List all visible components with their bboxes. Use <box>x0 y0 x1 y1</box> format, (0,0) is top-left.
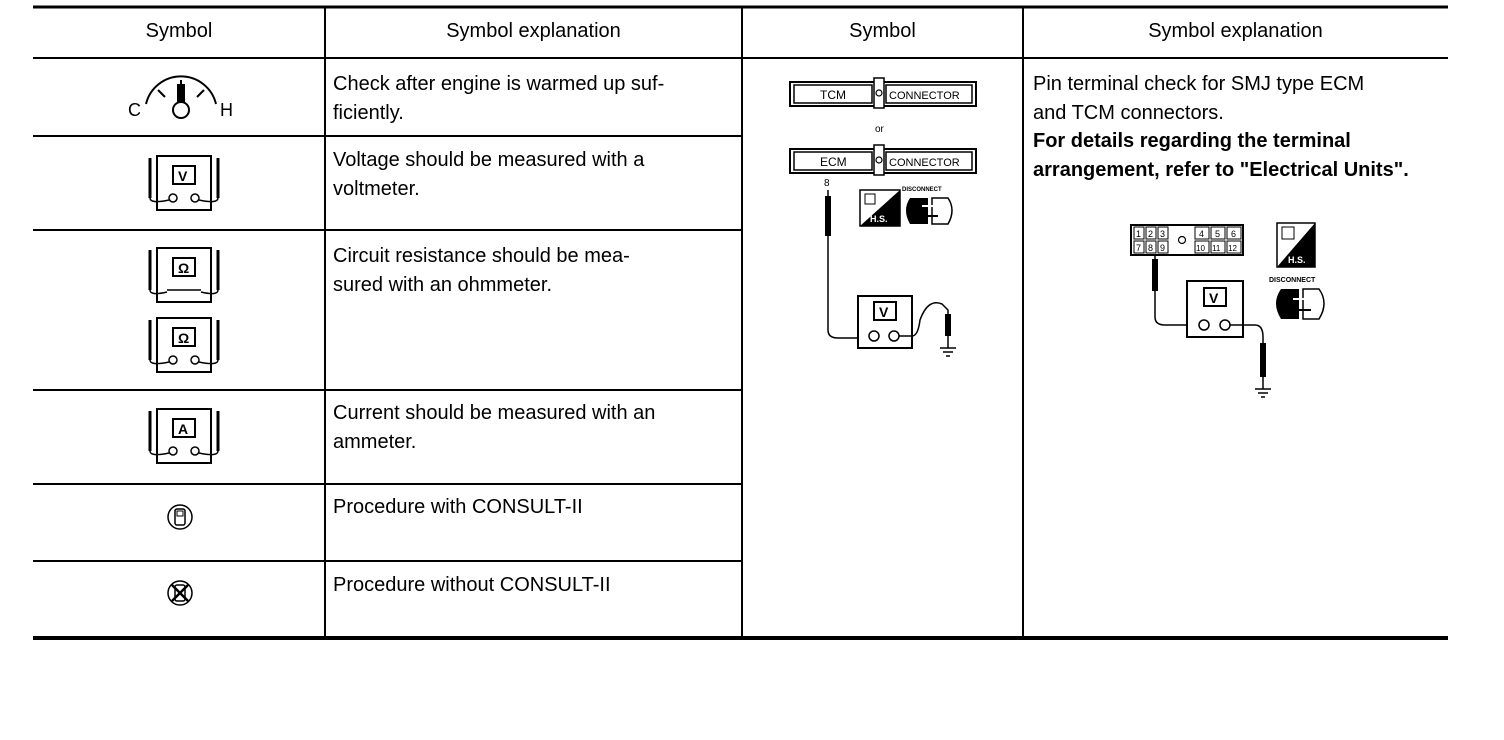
tcm-label: TCM <box>820 88 846 102</box>
pin-10: 10 <box>1196 244 1205 253</box>
row4-explanation: Current should be measured with an ammet… <box>333 402 656 453</box>
pin-2: 2 <box>1148 229 1153 239</box>
or-label: or <box>875 124 885 135</box>
pin-9: 9 <box>1160 243 1165 253</box>
terminal-pin-check-diagram: 1 2 3 4 5 6 7 8 9 10 11 12 V <box>1130 222 1325 398</box>
diagram-voltmeter-label: V <box>879 304 889 320</box>
terminal-hs-badge-icon: H.S. <box>1276 222 1316 268</box>
pin-3: 3 <box>1160 229 1165 239</box>
pin-number-label: 8 <box>824 178 830 189</box>
row5-explanation: Procedure with CONSULT-II <box>333 496 583 518</box>
connector-voltage-check-diagram: TCM CONNECTOR or ECM CONNECTOR 8 H.S. DI… <box>789 77 977 357</box>
consult-ii-icon <box>167 504 193 530</box>
terminal-disconnect-icon: DISCONNECT <box>1269 277 1325 320</box>
row6-explanation: Procedure without CONSULT-II <box>333 574 611 596</box>
terminal-voltmeter-label: V <box>1209 290 1219 306</box>
hs-label: H.S. <box>870 214 888 224</box>
terminal-arrangement-reference-text: For details regarding the terminal arran… <box>1033 130 1409 181</box>
hs-badge-icon: H.S. <box>859 189 901 227</box>
header-symbol: Symbol <box>145 20 213 42</box>
ecm-connector: ECM CONNECTOR <box>789 144 977 176</box>
terminal-disconnect-label: DISCONNECT <box>1269 277 1316 284</box>
pin-12: 12 <box>1228 244 1237 253</box>
voltmeter-icon: V <box>148 155 220 211</box>
engine-temperature-gauge-icon: C H <box>128 75 233 120</box>
ecm-label: ECM <box>820 155 847 169</box>
ohmmeter-label: Ω <box>178 260 189 276</box>
pin-8: 8 <box>1148 243 1153 253</box>
no-consult-ii-icon <box>167 580 193 606</box>
gauge-hot-label: H <box>220 100 233 120</box>
ohmmeter-polarity-icon: Ω <box>148 317 220 373</box>
pin-terminal-check-text: Pin terminal check for SMJ type ECM and … <box>1033 73 1365 124</box>
gauge-cold-label: C <box>128 100 141 120</box>
header-symbol-2: Symbol <box>849 20 916 42</box>
terminal-block: 1 2 3 4 5 6 7 8 9 10 11 12 <box>1130 224 1244 256</box>
pin-7: 7 <box>1136 243 1141 253</box>
tcm-connector-label: CONNECTOR <box>889 90 960 102</box>
pin-6: 6 <box>1231 229 1236 239</box>
tcm-connector: TCM CONNECTOR <box>789 77 977 109</box>
pin-11: 11 <box>1212 244 1221 253</box>
voltmeter-diagram-icon: V <box>857 295 913 349</box>
pin-1: 1 <box>1136 229 1141 239</box>
header-symbol-explanation-2: Symbol explanation <box>1148 20 1323 42</box>
header-symbol-explanation: Symbol explanation <box>446 20 621 42</box>
ohmmeter-icon: Ω <box>148 247 220 303</box>
terminal-hs-label: H.S. <box>1288 255 1306 265</box>
terminal-voltmeter-icon: V <box>1186 280 1244 338</box>
row2-explanation: Voltage should be measured with a voltme… <box>333 149 645 200</box>
row3-explanation: Circuit resistance should be mea- sured … <box>333 245 630 296</box>
ammeter-icon: A <box>148 408 220 464</box>
ohmmeter-polarity-label: Ω <box>178 330 189 346</box>
disconnect-label: DISCONNECT <box>902 187 942 193</box>
ammeter-label: A <box>178 421 188 437</box>
row1-explanation: Check after engine is warmed up suf- fic… <box>333 73 665 124</box>
voltmeter-label: V <box>178 168 188 184</box>
ecm-connector-label: CONNECTOR <box>889 157 960 169</box>
pin-4: 4 <box>1199 229 1204 239</box>
disconnect-icon: DISCONNECT <box>902 187 953 225</box>
pin-5: 5 <box>1215 229 1220 239</box>
